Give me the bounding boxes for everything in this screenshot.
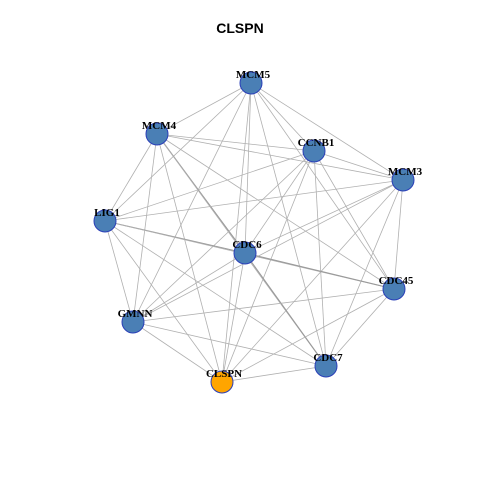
node-cdc7[interactable]	[314, 354, 338, 378]
node-label-cdc45: CDC45	[379, 275, 414, 287]
node-mcm3[interactable]	[391, 168, 415, 192]
edge-mcm4-clspn	[156, 133, 223, 383]
node-gmnn[interactable]	[121, 310, 145, 334]
edge-mcm4-cdc45	[156, 133, 395, 290]
node-clspn[interactable]	[210, 370, 234, 394]
edge-mcm5-cdc7	[250, 82, 327, 367]
node-cdc6[interactable]	[233, 241, 257, 265]
edge-cdc6-clspn	[221, 252, 246, 383]
edge-mcm3-lig1	[104, 179, 404, 222]
node-label-cdc7: CDC7	[313, 352, 343, 364]
edge-mcm4-mcm3	[156, 133, 404, 181]
edge-mcm4-gmnn	[132, 133, 158, 323]
edge-mcm5-mcm4	[156, 82, 252, 135]
edge-mcm3-cdc45	[393, 179, 404, 290]
edge-mcm3-cdc6	[244, 179, 404, 254]
edge-mcm4-ccnb1	[156, 133, 315, 152]
node-layer	[93, 71, 415, 394]
edge-layer	[104, 82, 404, 383]
edge-ccnb1-clspn	[221, 150, 315, 383]
node-label-mcm4: MCM4	[142, 120, 177, 132]
edge-cdc6-gmnn	[132, 252, 246, 323]
edge-lig1-gmnn	[104, 220, 134, 323]
edge-mcm5-mcm3	[250, 82, 404, 181]
edge-ccnb1-cdc45	[313, 150, 395, 290]
node-mcm4[interactable]	[145, 122, 169, 146]
edge-gmnn-clspn	[132, 321, 223, 383]
edge-lig1-clspn	[104, 220, 223, 383]
edge-cdc6-cdc45	[244, 252, 395, 290]
node-label-lig1: LIG1	[94, 207, 120, 219]
node-label-cdc6: CDC6	[232, 239, 262, 251]
edge-mcm5-lig1	[104, 82, 252, 222]
edge-mcm5-cdc6	[244, 82, 252, 254]
edge-ccnb1-gmnn	[132, 150, 315, 323]
edge-gmnn-cdc7	[132, 321, 327, 367]
edge-mcm5-clspn	[221, 82, 252, 383]
node-mcm5[interactable]	[239, 71, 263, 95]
edge-mcm3-clspn	[221, 179, 404, 383]
edge-mcm3-gmnn	[132, 179, 404, 323]
edge-ccnb1-mcm3	[313, 150, 404, 181]
node-label-mcm3: MCM3	[388, 166, 423, 178]
edge-cdc45-cdc7	[325, 288, 395, 367]
node-label-mcm5: MCM5	[236, 69, 271, 81]
node-cdc45[interactable]	[382, 277, 406, 301]
edge-ccnb1-lig1	[104, 150, 315, 222]
edge-cdc7-clspn	[221, 365, 327, 383]
edge-mcm4-lig1	[104, 133, 158, 222]
edge-mcm5-ccnb1	[250, 82, 315, 152]
node-lig1[interactable]	[93, 209, 117, 233]
edge-cdc45-gmnn	[132, 288, 395, 323]
edge-cdc45-clspn	[221, 288, 395, 383]
edge-ccnb1-cdc7	[313, 150, 327, 367]
edge-lig1-cdc7	[104, 220, 327, 367]
node-label-clspn: CLSPN	[206, 368, 242, 380]
edge-cdc6-cdc7	[244, 252, 327, 367]
edge-ccnb1-cdc6	[244, 150, 315, 254]
node-ccnb1[interactable]	[302, 139, 326, 163]
edge-mcm3-cdc7	[325, 179, 404, 367]
edge-mcm5-gmnn	[132, 82, 252, 323]
figure-title: CLSPN	[216, 20, 264, 36]
node-label-ccnb1: CCNB1	[298, 137, 335, 149]
node-label-gmnn: GMNN	[118, 308, 153, 320]
edge-mcm5-cdc45	[250, 82, 395, 290]
